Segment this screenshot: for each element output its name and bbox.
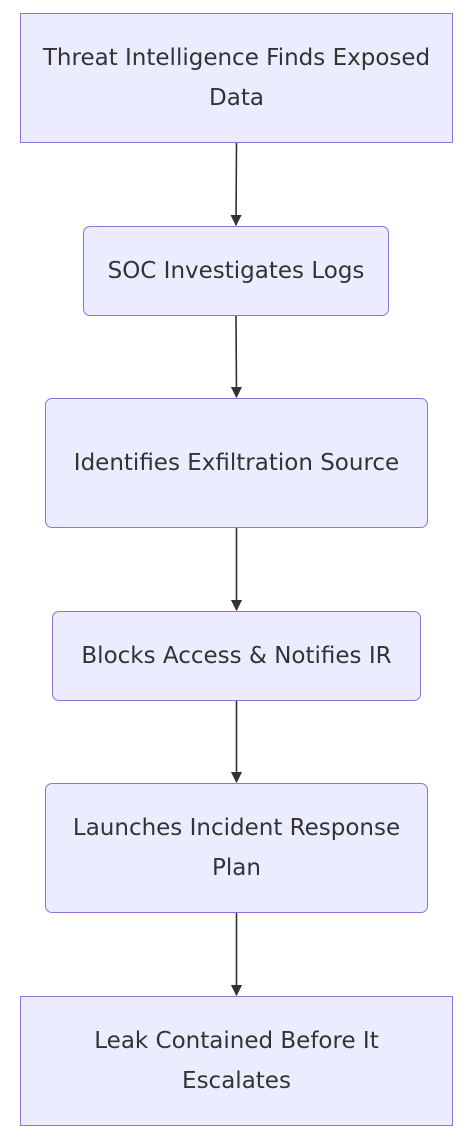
node-threat-intelligence: Threat Intelligence Finds Exposed Data xyxy=(20,13,453,143)
node-label: Leak Contained Before It Escalates xyxy=(94,1028,379,1094)
node-label: Blocks Access & Notifies IR xyxy=(81,643,392,669)
edge-arrow-2 xyxy=(230,315,243,399)
node-label: SOC Investigates Logs xyxy=(107,258,365,284)
node-leak-contained: Leak Contained Before It Escalates xyxy=(20,996,453,1126)
node-label: Launches Incident Response Plan xyxy=(72,815,401,881)
node-launches-response: Launches Incident Response Plan xyxy=(45,783,428,913)
node-soc-investigates: SOC Investigates Logs xyxy=(83,226,389,316)
node-blocks-access: Blocks Access & Notifies IR xyxy=(52,611,421,701)
node-label: Threat Intelligence Finds Exposed Data xyxy=(42,45,431,111)
node-identifies-source: Identifies Exfiltration Source xyxy=(45,398,428,528)
edge-arrow-1 xyxy=(230,142,242,227)
node-label: Identifies Exfiltration Source xyxy=(73,450,400,476)
